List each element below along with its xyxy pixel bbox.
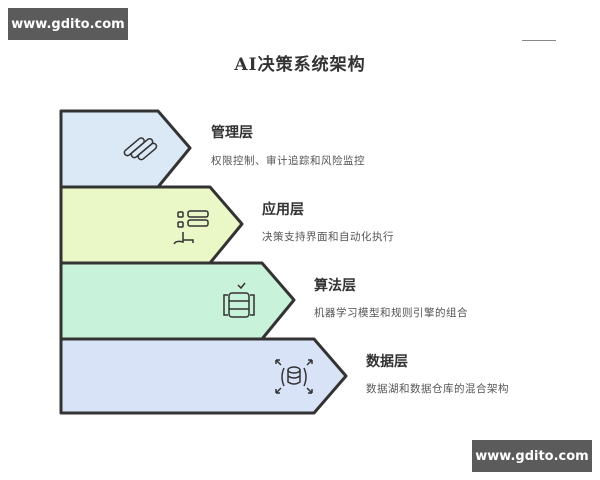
layer-desc-data: 数据湖和数据仓库的混合架构 [366,383,509,395]
layer-shape-management [59,109,192,189]
decorative-line [522,40,556,41]
watermark-bottom: www.gdito.com [472,440,592,472]
layer-title-algorithm: 算法层 [314,278,356,294]
page-title: AI决策系统架构 [234,55,366,75]
database-expand-icon [275,359,313,394]
layer-title-management: 管理层 [211,125,253,141]
layer-shape-application [59,185,244,265]
layer-title-data: 数据层 [366,354,408,370]
touch-interface-icon [173,210,209,245]
paperclip-icon [123,137,158,161]
database-check-icon [223,282,255,318]
layer-title-application: 应用层 [262,202,304,218]
layer-shape-algorithm [59,261,296,341]
layer-desc-management: 权限控制、审计追踪和风险监控 [211,155,365,167]
layer-desc-algorithm: 机器学习模型和规则引擎的组合 [314,307,468,319]
layer-desc-application: 决策支持界面和自动化执行 [262,231,394,243]
layer-shape-data [59,337,348,415]
watermark-top: www.gdito.com [8,8,128,40]
